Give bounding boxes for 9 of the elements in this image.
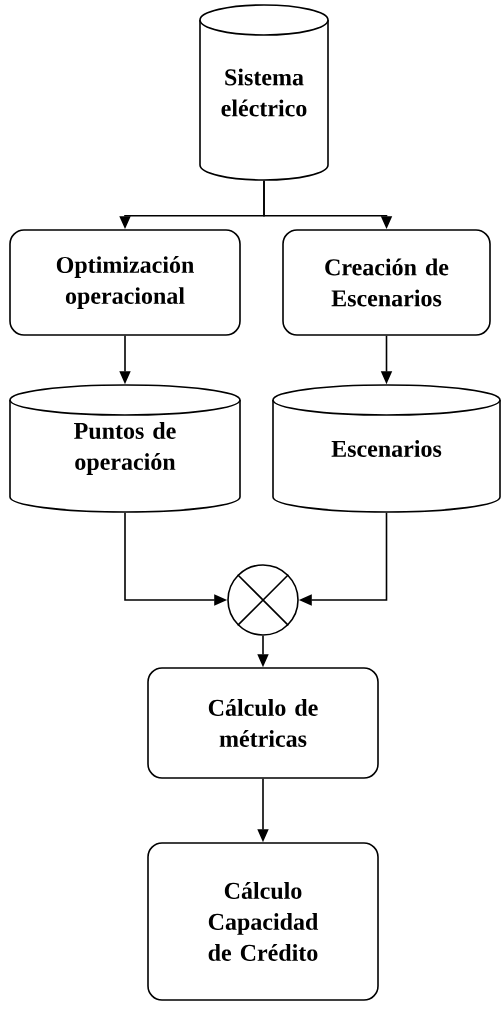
process-box: Cálculo de métricas (147, 667, 379, 779)
process-box: Optimización operacional (9, 229, 241, 336)
mixer-circle (227, 564, 299, 636)
database-cylinder: Escenarios (272, 384, 501, 513)
node-label: Escenarios (331, 440, 442, 457)
database-cylinder: Puntos de operación (9, 384, 241, 513)
process-box: Cálculo Capacidad de Crédito (147, 842, 379, 1001)
process-box: Creación de Escenarios (282, 229, 491, 336)
database-cylinder: Sistema eléctrico (199, 4, 329, 181)
